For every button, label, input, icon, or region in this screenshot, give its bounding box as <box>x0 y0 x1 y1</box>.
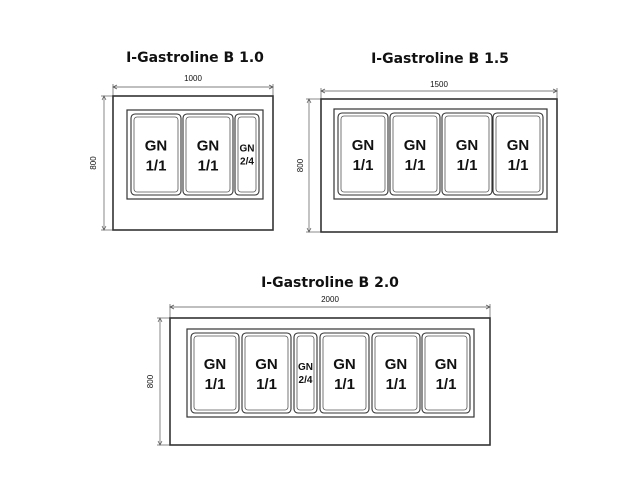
container-rim <box>241 332 292 414</box>
gn-container: GN 1/1 <box>421 332 471 414</box>
container-basin <box>495 115 541 193</box>
gastroline-unit: I-Gastroline B 2.0 2000 800 GN 1/1 GN 1/1 GN 2/4… <box>146 275 491 446</box>
gastroline-unit: I-Gastroline B 1.5 1500 800 GN 1/1 GN 1/1 GN 1/1… <box>296 51 558 233</box>
width-dimension: 2000 <box>169 295 491 318</box>
container-label-size: 1/1 <box>198 158 219 175</box>
container-label-size: 1/1 <box>205 376 226 393</box>
gn-container: GN 1/1 <box>371 332 421 414</box>
width-label: 1000 <box>184 74 202 83</box>
container-label-type: GN <box>255 356 278 373</box>
container-label-size: 2/4 <box>240 157 254 168</box>
container-rim <box>190 332 240 414</box>
container-basin <box>444 115 490 193</box>
width-dimension: 1000 <box>112 74 274 96</box>
container-rim <box>371 332 421 414</box>
container-rim <box>182 113 234 196</box>
container-rim <box>441 112 493 196</box>
height-dimension: 800 <box>146 317 170 446</box>
container-basin <box>237 116 257 193</box>
container-basin <box>296 335 315 411</box>
height-label: 800 <box>89 156 98 170</box>
container-label-size: 1/1 <box>256 376 277 393</box>
container-label-type: GN <box>435 356 458 373</box>
container-label-size: 2/4 <box>299 375 313 386</box>
container-label-type: GN <box>197 138 220 155</box>
container-rim <box>234 113 260 196</box>
container-basin <box>392 115 438 193</box>
gn-container: GN 1/1 <box>389 112 441 196</box>
width-label: 2000 <box>321 295 339 304</box>
container-basin <box>424 335 468 411</box>
container-label-size: 1/1 <box>405 157 426 174</box>
container-rim <box>492 112 544 196</box>
unit-title: I-Gastroline B 2.0 <box>261 275 399 291</box>
container-basin <box>374 335 418 411</box>
container-basin <box>133 116 179 193</box>
height-dimension: 800 <box>89 95 113 231</box>
container-label-size: 1/1 <box>146 158 167 175</box>
container-basin <box>193 335 237 411</box>
gn-container: GN 2/4 <box>293 332 318 414</box>
width-label: 1500 <box>430 80 448 89</box>
gn-container: GN 1/1 <box>190 332 240 414</box>
height-label: 800 <box>146 374 155 388</box>
container-label-type: GN <box>404 137 427 154</box>
container-label-size: 1/1 <box>353 157 374 174</box>
container-label-type: GN <box>145 138 168 155</box>
container-rim <box>421 332 471 414</box>
container-rim <box>389 112 441 196</box>
gastroline-unit: I-Gastroline B 1.0 1000 800 GN 1/1 GN 1/1 GN 2/4 <box>89 50 274 231</box>
container-basin <box>322 335 367 411</box>
unit-title: I-Gastroline B 1.0 <box>126 50 264 66</box>
gn-container: GN 1/1 <box>492 112 544 196</box>
gn-container: GN 1/1 <box>319 332 370 414</box>
container-rim <box>130 113 182 196</box>
width-dimension: 1500 <box>320 80 558 99</box>
gn-container: GN 1/1 <box>182 113 234 196</box>
container-label-type: GN <box>352 137 375 154</box>
container-basin <box>244 335 289 411</box>
container-label-size: 1/1 <box>508 157 529 174</box>
height-label: 800 <box>296 158 305 172</box>
gn-container: GN 1/1 <box>241 332 292 414</box>
container-label-type: GN <box>333 356 356 373</box>
gn-container: GN 1/1 <box>337 112 389 196</box>
container-label-type: GN <box>456 137 479 154</box>
height-dimension: 800 <box>296 98 321 233</box>
container-label-size: 1/1 <box>386 376 407 393</box>
container-label-type: GN <box>240 144 255 155</box>
gn-container: GN 2/4 <box>234 113 260 196</box>
container-rim <box>337 112 389 196</box>
container-rim <box>293 332 318 414</box>
container-basin <box>185 116 231 193</box>
container-label-size: 1/1 <box>436 376 457 393</box>
container-label-type: GN <box>385 356 408 373</box>
container-basin <box>340 115 386 193</box>
container-label-size: 1/1 <box>457 157 478 174</box>
gn-container: GN 1/1 <box>441 112 493 196</box>
container-label-type: GN <box>507 137 530 154</box>
container-label-type: GN <box>298 362 313 373</box>
container-rim <box>319 332 370 414</box>
gn-container: GN 1/1 <box>130 113 182 196</box>
container-label-type: GN <box>204 356 227 373</box>
unit-title: I-Gastroline B 1.5 <box>371 51 509 67</box>
container-label-size: 1/1 <box>334 376 355 393</box>
